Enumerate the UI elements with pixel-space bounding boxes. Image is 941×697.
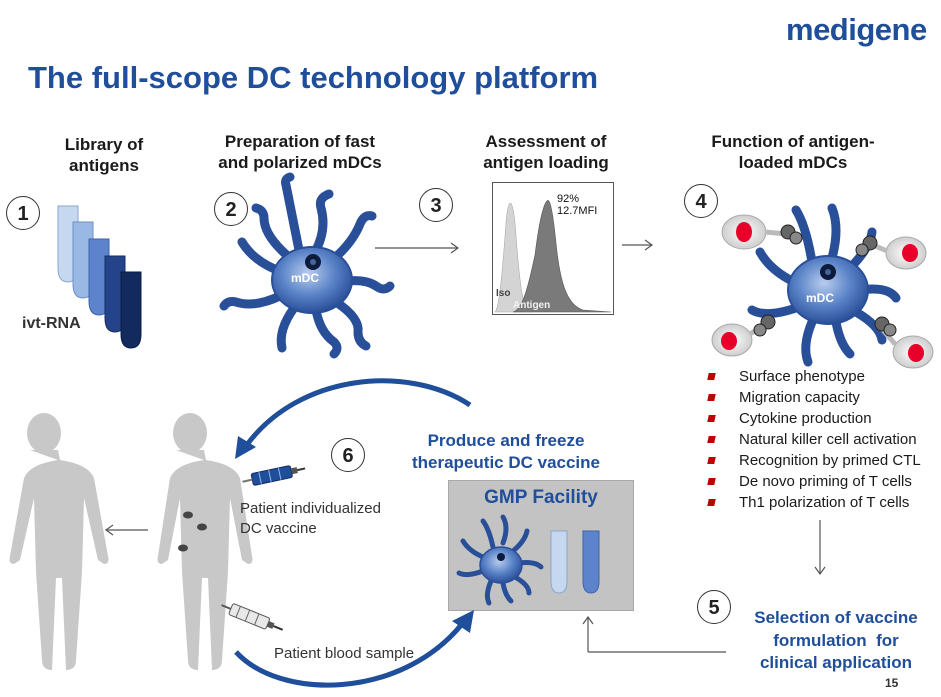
function-item-label: De novo priming of T cells [739,473,912,490]
step3-number: 3 [419,188,453,222]
step2-title-line1: Preparation of fast [224,132,376,151]
function-item: Cytokine production [707,408,921,429]
blood-syringe-icon [221,603,284,631]
loading-percent: 92% [557,193,580,205]
page-number: 15 [885,676,899,690]
mdc-function-label: mDC [806,291,834,305]
function-item-label: Natural killer cell activation [739,431,917,448]
step3-title-line2: antigen loading [483,153,609,172]
function-item: Migration capacity [707,387,921,408]
mdc-label: mDC [291,271,319,285]
t-cell-top-left [721,214,803,250]
step6-number: 6 [331,438,365,472]
function-item: De novo priming of T cells [707,471,921,492]
step4-title: Function of antigen- loaded mDCs [693,131,893,173]
step2-number: 2 [214,192,248,226]
blood-sample-label: Patient blood sample [274,645,415,662]
step1-number: 1 [6,196,40,230]
patient-front-silhouette [157,413,253,670]
step5-number: 5 [697,590,731,624]
gmp-facility-label: GMP Facility [484,487,598,508]
t-cell-top-right [855,235,927,270]
function-item: Surface phenotype [707,366,921,387]
function-item: Natural killer cell activation [707,429,921,450]
step4-title-line1: Function of antigen- [711,132,875,151]
step2-title: Preparation of fast and polarized mDCs [205,131,395,173]
gmp-contents [456,514,600,606]
step1-title-line2: antigens [69,156,139,175]
function-list: Surface phenotype Migration capacity Cyt… [707,366,921,513]
antigen-label: Antigen [513,300,551,311]
step5-title: Selection of vaccine formulation for cli… [738,607,934,675]
step6-title: Produce and freeze therapeutic DC vaccin… [392,430,620,474]
step5-title-line3: clinical application [759,653,913,672]
function-item-label: Th1 polarization of T cells [739,494,910,511]
function-item: Th1 polarization of T cells [707,492,921,513]
function-item-label: Surface phenotype [739,368,865,385]
patient-back-silhouette [9,413,109,670]
step4-number: 4 [684,184,718,218]
ivt-rna-label: ivt-RNA [22,315,81,332]
t-cell-bottom-left [711,314,776,357]
step3-title: Assessment of antigen loading [466,131,626,173]
step1-title-line1: Library of [64,135,144,154]
t-cell-bottom-right [874,316,934,369]
gmp-facility-box: GMP Facility [448,480,634,611]
vaccine-label-line2: DC vaccine [240,520,317,537]
vaccine-label: Patient individualized DC vaccine [240,499,381,539]
function-item-label: Migration capacity [739,389,860,406]
iso-label: Iso [496,288,511,299]
medigene-logo: medigene [786,12,927,47]
vaccine-syringe-icon [242,465,306,486]
antigen-loading-histogram: 92% 12.7MFI Iso Antigen [492,182,614,315]
histogram-curves [494,200,612,313]
step1-title: Library of antigens [44,134,164,176]
step4-title-line2: loaded mDCs [738,153,848,172]
step5-title-line2: formulation for [773,630,899,650]
vaccine-label-line1: Patient individualized [240,500,381,517]
step3-title-line1: Assessment of [485,132,607,151]
step2-title-line2: and polarized mDCs [218,153,382,172]
histogram-stats: 92% 12.7MFI [557,193,597,217]
function-item-label: Recognition by primed CTL [739,452,921,469]
function-item: Recognition by primed CTL [707,450,921,471]
step5-title-line1: Selection of vaccine [754,608,918,627]
loading-mfi: 12.7MFI [557,205,598,217]
step6-title-line2: therapeutic DC vaccine [411,453,600,472]
lymph-node-dots [178,511,207,552]
step6-title-line1: Produce and freeze [427,431,585,450]
slide-title: The full-scope DC technology platform [28,60,599,95]
function-item-label: Cytokine production [739,410,872,427]
